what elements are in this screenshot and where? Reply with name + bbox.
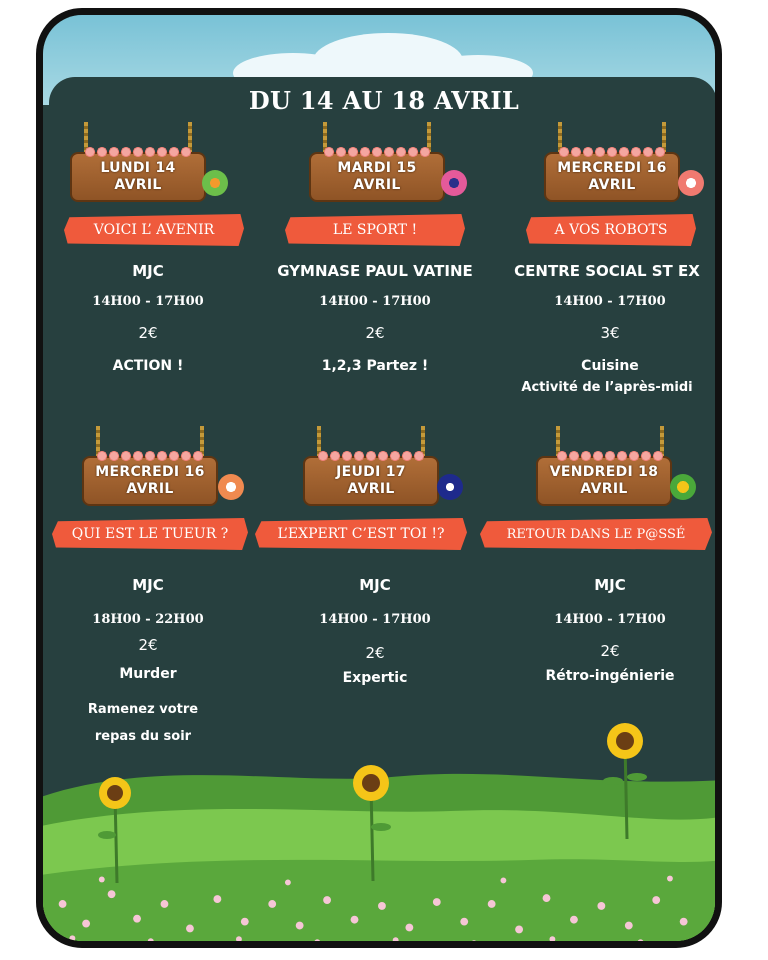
flower-garland-icon xyxy=(556,450,664,462)
flower-icon xyxy=(218,474,244,500)
sunflower-icon xyxy=(98,777,131,884)
event-activity: 1,2,3 Partez ! xyxy=(321,358,429,374)
event-activity: Cuisine xyxy=(581,358,639,374)
event-month: AVRIL xyxy=(126,481,174,497)
event-theme-banner: L’EXPERT C’EST TOI !? xyxy=(255,518,467,550)
event-hours: 14H00 - 17H00 xyxy=(554,294,666,309)
sign-chain xyxy=(323,122,327,156)
sunflower-icon xyxy=(603,723,647,840)
flower-icon xyxy=(202,170,228,196)
flower-garland-icon xyxy=(317,450,425,462)
sunflower-icon xyxy=(353,765,391,882)
event-day: MERCREDI 16 xyxy=(95,464,205,480)
flower-icon xyxy=(678,170,704,196)
sign-chain xyxy=(84,122,88,156)
sign-chain xyxy=(427,122,431,156)
event-theme-banner: VOICI L’ AVENIR xyxy=(64,214,244,246)
flower-garland-icon xyxy=(96,450,204,462)
event-place: MJC xyxy=(359,576,391,594)
event-month: AVRIL xyxy=(353,177,401,193)
event-day: VENDREDI 18 xyxy=(549,464,659,480)
event-place: MJC xyxy=(132,576,164,594)
event-theme-banner: LE SPORT ! xyxy=(285,214,465,246)
page-title: DU 14 AU 18 AVRIL xyxy=(248,86,520,115)
event-place: MJC xyxy=(132,262,164,280)
event-hours: 14H00 - 17H00 xyxy=(92,294,204,309)
event-price: 2€ xyxy=(138,636,158,654)
event-note: Ramenez votre repas du soir xyxy=(87,702,199,744)
event-theme-banner: QUI EST LE TUEUR ? xyxy=(52,518,248,550)
event-activity: Expertic xyxy=(342,670,408,686)
event-activity: Rétro-ingénierie xyxy=(545,668,675,684)
flower-garland-icon xyxy=(84,146,192,158)
event-month: AVRIL xyxy=(114,177,162,193)
event-month: AVRIL xyxy=(580,481,628,497)
event-activity: ACTION ! xyxy=(112,358,184,374)
event-hours: 14H00 - 17H00 xyxy=(319,612,431,627)
event-price: 2€ xyxy=(600,642,620,660)
sign-chain xyxy=(188,122,192,156)
event-price: 3€ xyxy=(600,324,620,342)
sign-chain xyxy=(660,426,664,460)
event-price: 2€ xyxy=(365,644,385,662)
event-month: AVRIL xyxy=(588,177,636,193)
sign-chain xyxy=(96,426,100,460)
flower-icon xyxy=(670,474,696,500)
event-hours: 18H00 - 22H00 xyxy=(92,612,204,627)
event-theme-banner: A VOS ROBOTS xyxy=(526,214,696,246)
meadow-illustration xyxy=(43,773,715,941)
flower-icon xyxy=(441,170,467,196)
event-hours: 14H00 - 17H00 xyxy=(554,612,666,627)
event-day: MERCREDI 16 xyxy=(557,160,667,176)
event-day: MARDI 15 xyxy=(337,160,417,176)
sign-chain xyxy=(200,426,204,460)
event-place: GYMNASE PAUL VATINE xyxy=(277,262,473,280)
event-price: 2€ xyxy=(138,324,158,342)
event-note: Activité de l’après-midi xyxy=(521,380,693,395)
event-place: CENTRE SOCIAL ST EX xyxy=(514,262,700,280)
sign-chain xyxy=(317,426,321,460)
event-activity: Murder xyxy=(119,666,177,682)
sign-chain xyxy=(558,122,562,156)
event-theme-banner: RETOUR DANS LE P@SSÉ xyxy=(480,518,712,550)
sign-chain xyxy=(662,122,666,156)
event-price: 2€ xyxy=(365,324,385,342)
event-hours: 14H00 - 17H00 xyxy=(319,294,431,309)
flower-garland-icon xyxy=(558,146,666,158)
event-day: LUNDI 14 xyxy=(100,160,176,176)
event-month: AVRIL xyxy=(347,481,395,497)
sign-chain xyxy=(556,426,560,460)
event-day: JEUDI 17 xyxy=(336,464,406,480)
flower-garland-icon xyxy=(323,146,431,158)
event-place: MJC xyxy=(594,576,626,594)
flower-icon xyxy=(437,474,463,500)
sign-chain xyxy=(421,426,425,460)
